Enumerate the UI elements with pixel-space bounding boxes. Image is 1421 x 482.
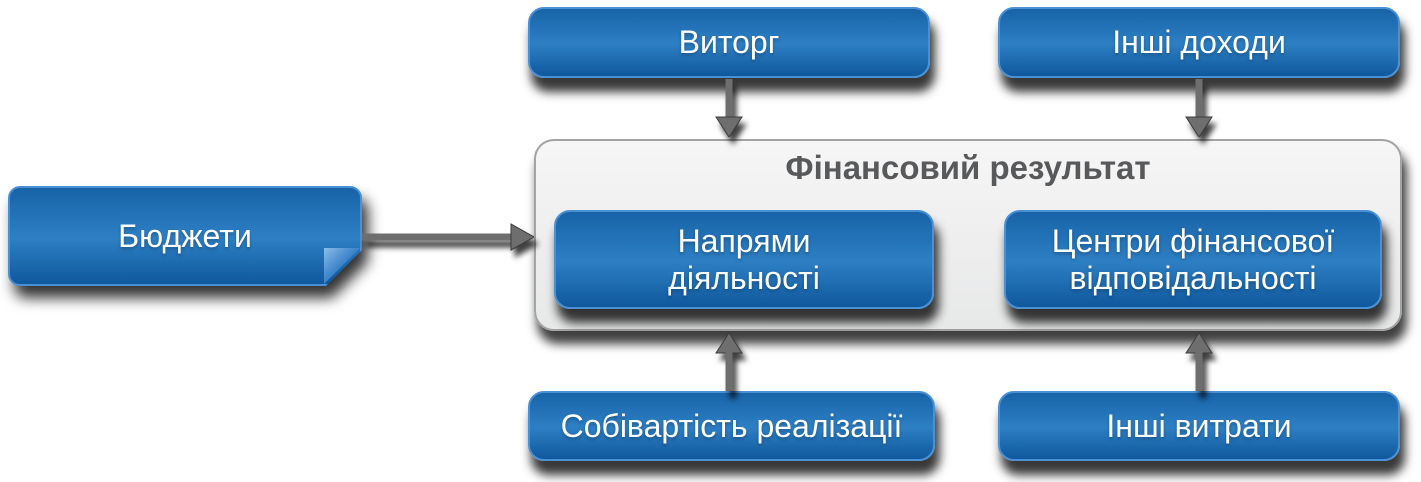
node-expenses-label: Інші витрати bbox=[1106, 407, 1292, 444]
node-cost-of-sales: Собівартість реалізації bbox=[528, 391, 935, 461]
arrow-revenue-to-result-icon bbox=[712, 79, 746, 137]
node-activity-line2: діяльності bbox=[668, 259, 820, 296]
arrow-expenses-to-result-icon bbox=[1182, 333, 1216, 391]
node-other-expenses: Інші витрати bbox=[998, 391, 1400, 461]
financial-result-group: Фінансовий результат Напрями діяльності … bbox=[534, 139, 1402, 331]
arrow-other-income-to-result-icon bbox=[1182, 79, 1216, 137]
node-activity-line1: Напрями bbox=[677, 222, 811, 259]
node-budgets-shape: Бюджети bbox=[8, 186, 362, 286]
node-centers-line1: Центри фінансової bbox=[1051, 222, 1335, 259]
node-activity-directions: Напрями діяльності bbox=[554, 210, 934, 309]
node-cost-label: Собівартість реалізації bbox=[560, 407, 903, 444]
node-other-income: Інші доходи bbox=[998, 7, 1400, 78]
node-revenue-label: Виторг bbox=[678, 24, 780, 60]
arrow-budgets-to-result-icon bbox=[362, 220, 534, 254]
folded-corner bbox=[324, 248, 360, 284]
group-title: Фінансовий результат bbox=[785, 149, 1151, 186]
node-budgets-label: Бюджети bbox=[118, 217, 252, 254]
node-revenue: Виторг bbox=[528, 7, 930, 78]
node-other-income-label: Інші доходи bbox=[1112, 24, 1286, 60]
arrow-cost-to-result-icon bbox=[712, 333, 746, 391]
node-responsibility-centers: Центри фінансової відповідальності bbox=[1004, 210, 1382, 309]
node-budgets: Бюджети bbox=[8, 186, 362, 286]
node-centers-line2: відповідальності bbox=[1069, 259, 1317, 296]
